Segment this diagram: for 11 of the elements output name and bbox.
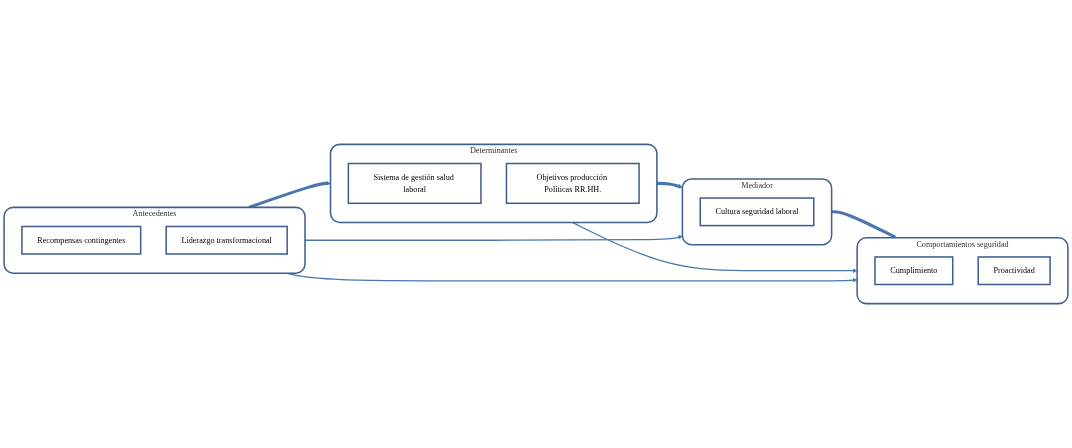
node-box: Liderazgo transformacional: [165, 225, 288, 255]
arrow: [831, 210, 897, 239]
node-box: Cumplimiento: [874, 256, 954, 286]
arrow: [656, 181, 683, 189]
node-box: Recompensas contingentes: [21, 225, 142, 255]
arrow: [248, 181, 331, 209]
node-box: Proactividad: [977, 256, 1051, 286]
arrow: [571, 221, 858, 273]
node-box: Sistema de gestión salud laboral: [347, 162, 482, 205]
node-box: Objetivos producción Políticas RR.HH.: [505, 162, 640, 205]
node-box: Cultura seguridad laboral: [699, 197, 815, 227]
